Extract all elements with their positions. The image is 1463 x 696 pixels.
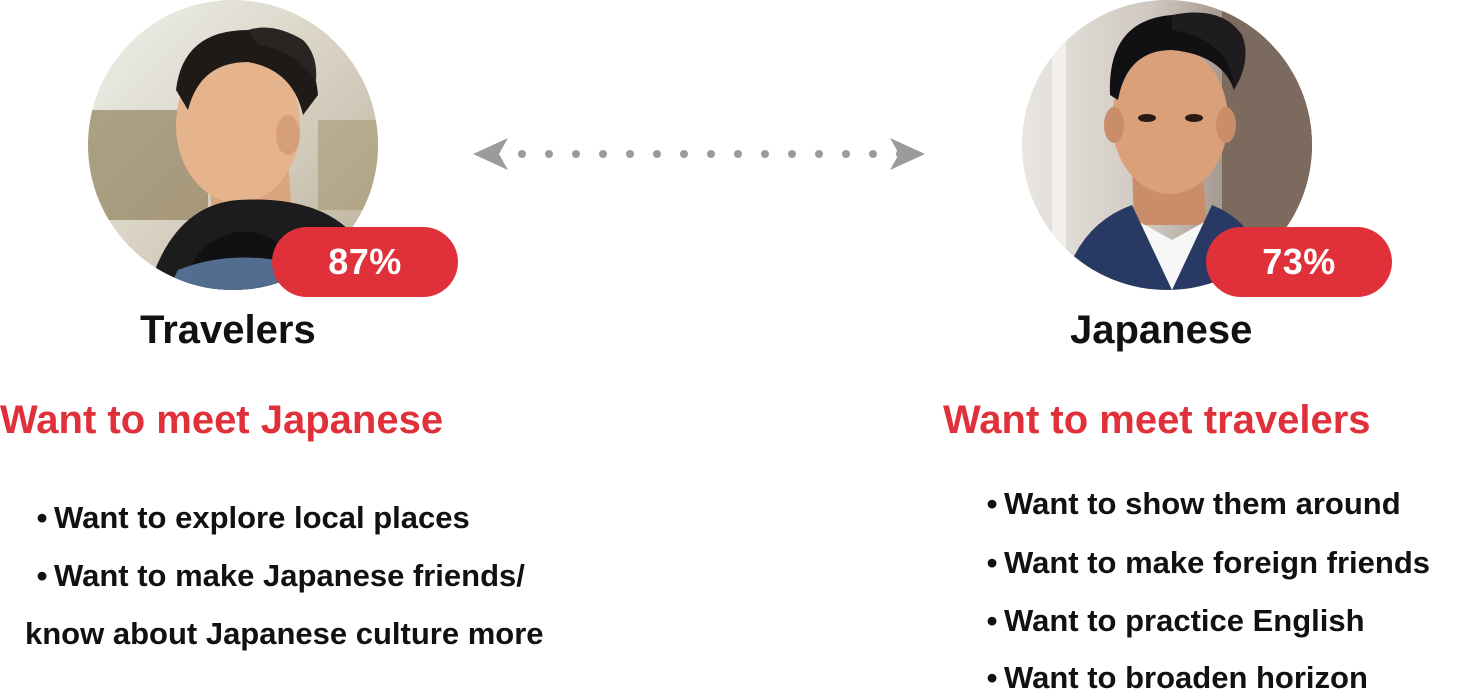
japanese-match-badge: 73% — [1206, 227, 1392, 297]
bullet-icon: • — [986, 545, 998, 580]
bullet-icon: • — [36, 500, 48, 535]
bullet-icon: • — [986, 603, 998, 638]
arrow-dot — [788, 150, 796, 158]
arrow-dot — [653, 150, 661, 158]
list-item: •Want to make Japanese friends/ — [30, 558, 525, 594]
traveler-avatar — [88, 0, 378, 290]
japanese-title: Japanese — [1070, 308, 1253, 352]
list-item-text: Want to show them around — [1004, 486, 1401, 521]
japanese-heading: Want to meet travelers — [943, 398, 1371, 442]
arrow-dot — [761, 150, 769, 158]
list-item: •Want to broaden horizon — [980, 660, 1368, 696]
traveler-match-badge: 87% — [272, 227, 458, 297]
double-headed-dotted-arrow-icon — [473, 138, 925, 170]
list-item: •Want to make foreign friends — [980, 545, 1430, 581]
list-item-text: Want to practice English — [1004, 603, 1365, 638]
arrow-dot — [626, 150, 634, 158]
arrow-dot — [815, 150, 823, 158]
arrow-dot — [707, 150, 715, 158]
bullet-icon: • — [986, 486, 998, 521]
list-item-text: Want to broaden horizon — [1004, 660, 1368, 695]
arrow-dot — [518, 150, 526, 158]
travelers-heading: Want to meet Japanese — [0, 398, 444, 442]
bullet-icon: • — [36, 558, 48, 593]
arrow-dot — [734, 150, 742, 158]
travelers-title: Travelers — [140, 308, 316, 352]
arrow-dot — [842, 150, 850, 158]
arrow-dot — [869, 150, 877, 158]
list-item-text: Want to make foreign friends — [1004, 545, 1431, 580]
list-item: •Want to practice English — [980, 603, 1365, 639]
list-item: •Want to explore local places — [30, 500, 470, 536]
arrow-dot — [680, 150, 688, 158]
arrow-dot — [599, 150, 607, 158]
list-item-text: Want to make Japanese friends/ — [54, 558, 525, 593]
arrow-dot — [572, 150, 580, 158]
list-item: •Want to show them around — [980, 486, 1401, 522]
list-item-text: Want to explore local places — [54, 500, 470, 535]
list-item-continuation: know about Japanese culture more — [25, 616, 544, 651]
bullet-icon: • — [986, 660, 998, 695]
arrow-dot — [545, 150, 553, 158]
